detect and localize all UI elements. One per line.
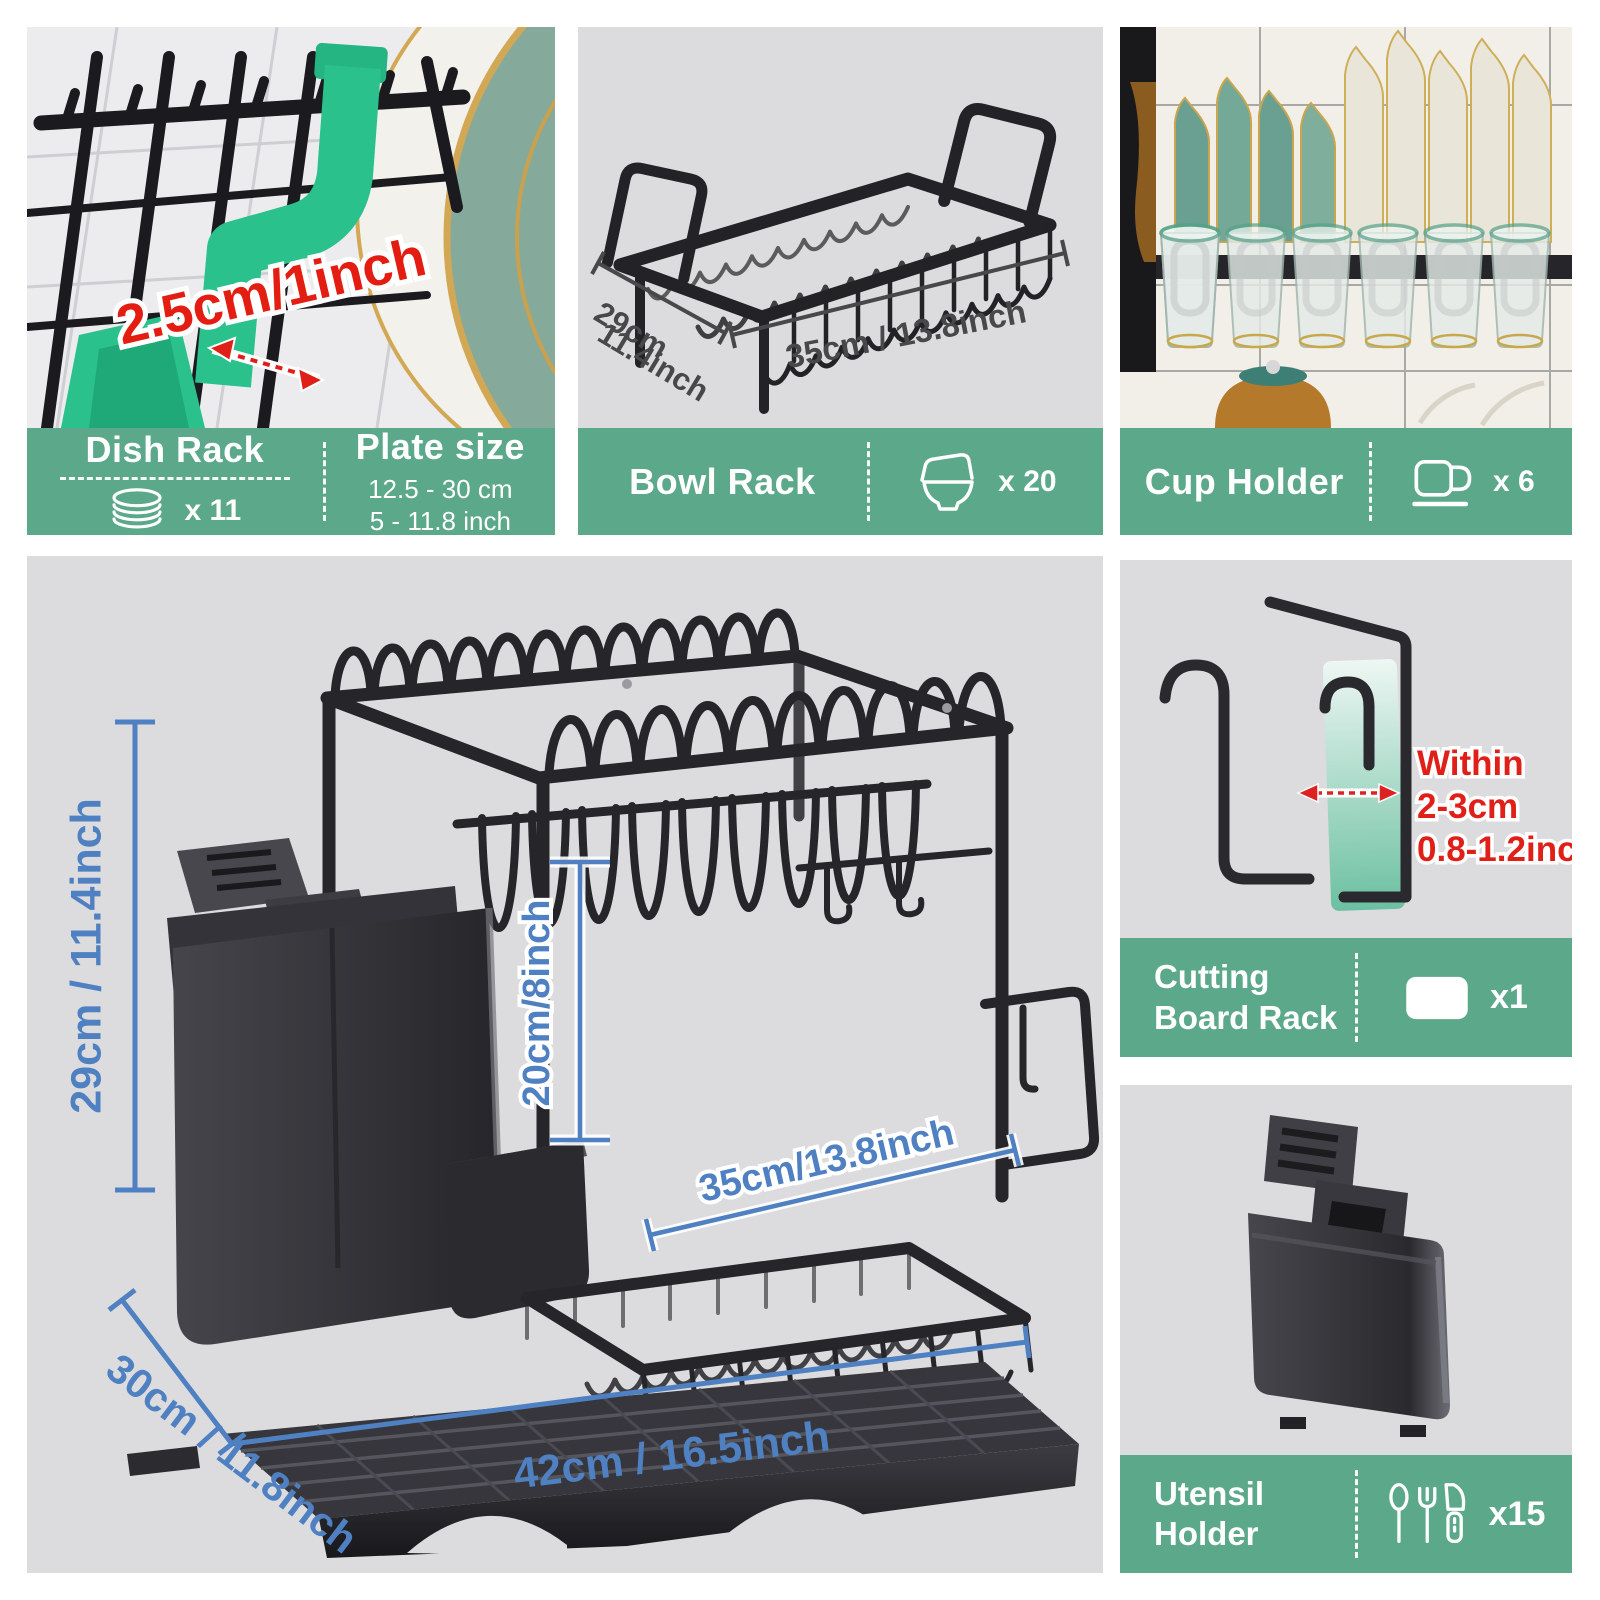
main-diagram-panel: 29cm / 11.4inch 20cm/8inch 35cm/13.8inch… [27,556,1103,1573]
cup-holder-banner: Cup Holder x 6 [1120,428,1572,535]
cup-icon [1412,459,1472,506]
utensil-holder-title: Utensil Holder [1154,1474,1265,1552]
banner-divider [1355,1470,1359,1558]
teapot [1215,360,1331,428]
cutting-board-count: x1 [1490,978,1528,1016]
cup-holder-photo [1120,27,1572,428]
cup-holder-count: x 6 [1492,464,1535,498]
banner-divider [1355,953,1359,1042]
utensil-holder-banner: Utensil Holder x15 [1120,1455,1572,1573]
cutting-board-title: Cutting Board Rack [1154,958,1338,1036]
dish-rack-panel: 2.5cm/1inch Dish Rack x 11 Plate size [27,27,555,535]
left-hook [1159,659,1315,885]
inner-width-dimension-line [641,1132,1024,1253]
utensil-holder-count: x15 [1488,1494,1546,1533]
bowl-rack-title: Bowl Rack [629,460,816,502]
cutting-board-panel: Within 2-3cm 0.8-1.2inch Cutting Board R… [1120,560,1572,1057]
banner-divider [322,441,326,522]
dish-rack-title: Dish Rack [85,429,265,470]
main-rack-render: 29cm / 11.4inch 20cm/8inch 35cm/13.8inch… [27,556,1103,1573]
green-board [1322,659,1406,911]
cutting-board-banner: Cutting Board Rack x1 [1120,938,1572,1057]
plates-icon [112,488,163,529]
dish-rack-photo: 2.5cm/1inch [27,27,555,428]
utensil-holder-left [167,838,590,1345]
tier-gap-dimension-label: 20cm/8inch [516,900,558,1107]
bowl-rack-render [601,103,1057,414]
cup-holder-title: Cup Holder [1144,460,1344,502]
plate-size-block: Plate size 12.5 - 30 cm 5 - 11.8 inch [326,426,555,535]
wood-utensils [1130,82,1156,262]
bowl-rack-photo: 29cm 11.4inch 35cm / 13.8inch [578,27,1103,428]
bowl-rack-panel: 29cm 11.4inch 35cm / 13.8inch Bowl Rack … [578,27,1103,535]
width-dimension-line [231,1325,1032,1447]
svg-text:Within: Within [1417,744,1524,783]
plate-size-cm: 12.5 - 30 cm [368,473,513,504]
gap-arrow [1296,782,1401,804]
plate-hooks-back-row [330,608,800,701]
drainboard [127,1362,1079,1558]
banner-divider [1368,441,1372,522]
bowl-rack-banner: Bowl Rack x 20 [578,428,1103,535]
green-plate-holder [61,42,388,428]
background-plates [1417,380,1545,427]
dashed-underline [59,477,290,480]
bowl-rack-count: x 20 [998,464,1057,498]
dish-rack-banner-left: Dish Rack x 11 [27,429,323,534]
right-hook [1264,596,1412,903]
cup-holder-panel: Cup Holder x 6 [1120,27,1572,535]
cutting-board-icon [1406,976,1468,1019]
gap-arrow [206,336,326,393]
utensil-holder-panel: Utensil Holder x15 [1120,1085,1572,1573]
top-tier [320,608,1100,1223]
utensil-holder-render [1248,1115,1450,1437]
utensil-holder-photo [1120,1085,1572,1455]
cutting-board-photo: Within 2-3cm 0.8-1.2inch [1120,560,1572,938]
height-dimension-line [115,719,155,1193]
banner-divider [866,441,870,522]
bowls-icon [920,452,974,511]
tier-gap-dimension-line [550,856,610,1146]
svg-text:0.8-1.2inch: 0.8-1.2inch [1417,830,1572,869]
utensils-icon [1388,1483,1465,1543]
plate-size-title: Plate size [355,425,525,467]
plate-hooks-front-row [544,672,1006,779]
svg-text:2-3cm: 2-3cm [1417,787,1518,826]
cutting-boards-row [1174,29,1552,243]
dish-rack-count: x 11 [184,494,242,527]
plate-size-inch: 5 - 11.8 inch [369,505,511,536]
plates [355,27,555,428]
bowl-rack-dimension-lines [590,239,1070,349]
gap-note: Within 2-3cm 0.8-1.2inch [1414,741,1573,873]
dish-rack-banner: Dish Rack x 11 Plate size 12.5 - 30 cm 5… [27,426,555,535]
height-dimension-label: 29cm / 11.4inch [62,798,110,1114]
